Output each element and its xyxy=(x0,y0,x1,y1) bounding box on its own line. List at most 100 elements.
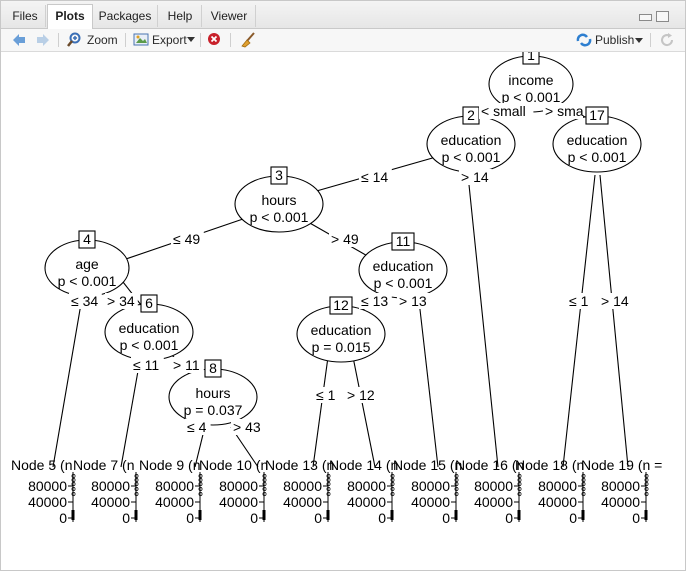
leaf-outlier xyxy=(644,482,649,486)
leaf-outlier xyxy=(644,478,649,482)
edge-label-bg xyxy=(171,231,204,247)
tab-plots[interactable]: Plots xyxy=(47,4,93,29)
export-button[interactable]: Export xyxy=(152,33,187,47)
leaf-outlier xyxy=(517,482,522,486)
edge-label-bg xyxy=(567,293,593,309)
leaf-outlier xyxy=(517,487,522,491)
leaf-outlier xyxy=(71,474,76,478)
leaf-outlier xyxy=(326,482,331,486)
tree-edge xyxy=(312,356,329,468)
maximize-icon[interactable] xyxy=(656,11,669,22)
leaf-outlier xyxy=(198,482,203,486)
tree-node-pvalue: p < 0.001 xyxy=(374,275,433,291)
export-icon[interactable] xyxy=(133,32,151,48)
leaf-axis-tick-label: 80000 xyxy=(474,478,513,494)
tree-edge xyxy=(352,356,376,468)
tree-node-pvalue: p = 0.037 xyxy=(184,402,243,418)
leaf-outlier xyxy=(454,482,459,486)
tree-edge xyxy=(52,291,84,468)
refresh-icon[interactable] xyxy=(659,32,675,48)
tree-node-variable: education xyxy=(311,322,372,338)
minimize-icon[interactable] xyxy=(639,14,652,21)
edge-label: ≤ 11 xyxy=(133,357,159,373)
leaf-boxplot xyxy=(198,510,202,520)
leaf-axis-tick-label: 40000 xyxy=(91,494,130,510)
tree-node-id-box xyxy=(391,232,415,251)
chevron-down-icon[interactable] xyxy=(635,38,643,44)
zoom-button[interactable]: Zoom xyxy=(87,33,118,47)
edge-label-bg xyxy=(543,103,583,119)
edge-label-bg xyxy=(329,231,362,247)
leaf-outlier xyxy=(262,487,267,491)
leaf-outlier xyxy=(454,478,459,482)
edge-label: ≤ 34 xyxy=(71,293,98,309)
broom-icon[interactable] xyxy=(239,31,257,49)
leaf-boxplot xyxy=(262,510,266,520)
leaf-outlier xyxy=(390,492,395,496)
chevron-down-icon[interactable] xyxy=(187,37,195,43)
leaf-outlier xyxy=(390,474,395,478)
tree-node-variable: hours xyxy=(261,192,296,208)
leaf-node-label: Node 9 (n xyxy=(139,457,200,473)
leaf-node-label: Node 13 (n xyxy=(265,457,334,473)
tree-node-pvalue: p < 0.001 xyxy=(250,209,309,225)
leaf-outlier xyxy=(390,482,395,486)
edge-label-bg xyxy=(131,357,164,373)
edge-label: ≤ 13 xyxy=(361,293,388,309)
leaf-outlier xyxy=(581,492,586,496)
toolbar-separator xyxy=(650,33,651,47)
edge-label-bg xyxy=(397,293,430,309)
publish-button[interactable]: Publish xyxy=(595,33,635,47)
leaf-outlier xyxy=(262,482,267,486)
tree-node-id: 8 xyxy=(209,360,217,376)
leaf-outlier xyxy=(390,478,395,482)
forward-arrow-icon[interactable] xyxy=(35,32,51,48)
tab-viewer[interactable]: Viewer xyxy=(203,5,256,27)
tree-node-id: 12 xyxy=(333,297,349,313)
leaf-axis-tick-label: 0 xyxy=(378,510,386,526)
leaf-axis-tick-label: 0 xyxy=(569,510,577,526)
back-arrow-icon[interactable] xyxy=(11,32,27,48)
edge-label-bg xyxy=(599,293,632,309)
leaf-outlier xyxy=(581,478,586,482)
leaf-axis-tick-label: 80000 xyxy=(283,478,322,494)
edge-label-bg xyxy=(359,293,392,309)
zoom-icon[interactable] xyxy=(66,32,82,48)
tab-help[interactable]: Help xyxy=(159,5,202,27)
edge-label: > 11 xyxy=(173,357,200,373)
edge-label: ≤ 49 xyxy=(173,231,200,247)
pane-tab-bar: Files Plots Packages Help Viewer xyxy=(1,1,685,29)
edge-label-bg xyxy=(231,419,264,435)
leaf-axis-tick-label: 40000 xyxy=(155,494,194,510)
toolbar-separator xyxy=(230,33,231,47)
remove-plot-icon[interactable] xyxy=(207,32,221,46)
edge-label: ≤ 1 xyxy=(569,293,589,309)
leaf-outlier xyxy=(198,487,203,491)
tab-packages[interactable]: Packages xyxy=(93,5,158,27)
edge-label: > sma xyxy=(545,103,584,119)
leaf-axis-tick-label: 40000 xyxy=(601,494,640,510)
tree-node-id: 6 xyxy=(145,295,153,311)
tree-node-id: 11 xyxy=(396,233,411,249)
leaf-outlier xyxy=(326,492,331,496)
toolbar-separator xyxy=(200,33,201,47)
leaf-axis-tick-label: 40000 xyxy=(219,494,258,510)
tree-node-variable: income xyxy=(508,72,553,88)
leaf-axis-tick-label: 0 xyxy=(505,510,513,526)
leaf-boxplot xyxy=(134,510,138,520)
publish-icon[interactable] xyxy=(575,32,593,48)
leaf-node-label: Node 19 (n = xyxy=(581,457,662,473)
tab-files[interactable]: Files xyxy=(5,5,46,27)
leaf-node-label: Node 10 (n xyxy=(199,457,268,473)
tree-node-variable: education xyxy=(441,132,502,148)
edge-label: > 14 xyxy=(601,293,629,309)
leaf-axis-tick-label: 80000 xyxy=(219,478,258,494)
leaf-axis-tick-label: 80000 xyxy=(538,478,577,494)
tree-node-id-box xyxy=(585,106,609,125)
